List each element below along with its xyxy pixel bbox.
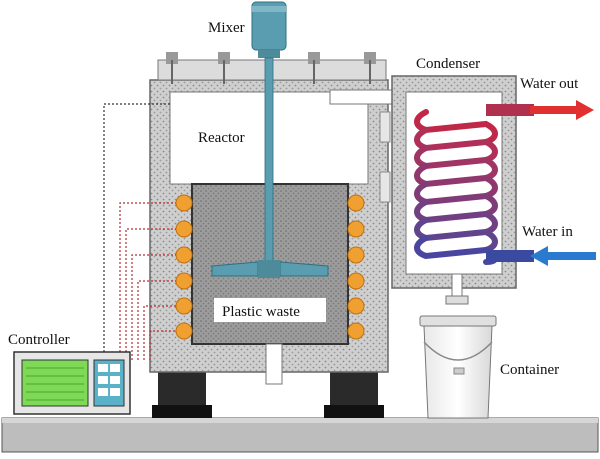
water-out-arrow [530, 100, 594, 120]
coil-outlet [486, 104, 534, 262]
heater-icon [347, 322, 365, 340]
heater-icon [175, 272, 193, 290]
heater-icon [347, 194, 365, 212]
sensor-wire [103, 103, 170, 360]
heater-icon [175, 220, 193, 238]
mixer-shaft [211, 57, 329, 278]
reactor-legs [152, 372, 384, 418]
heater-icon [175, 297, 193, 315]
heater-icon [347, 272, 365, 290]
heater-icon [175, 194, 193, 212]
mixer-motor-icon [251, 1, 287, 58]
container-label: Container [500, 362, 559, 378]
plastic-waste-label: Plastic waste [222, 304, 300, 320]
heater-elements [175, 194, 365, 340]
condenser-label: Condenser [416, 56, 480, 72]
control-wires [119, 202, 176, 360]
reactor-label: Reactor [198, 130, 245, 146]
water-in-arrow [530, 246, 596, 266]
controller-icon [13, 351, 131, 415]
heater-icon [175, 246, 193, 264]
mixer-label: Mixer [208, 20, 245, 36]
water-in-label: Water in [522, 224, 573, 240]
water-out-label: Water out [520, 76, 579, 92]
heater-icon [347, 246, 365, 264]
heater-icon [347, 220, 365, 238]
base-platform [1, 417, 599, 453]
plastic-waste-label-bg [214, 298, 326, 322]
controller-label: Controller [8, 332, 70, 348]
bucket-icon [419, 315, 497, 419]
heater-icon [175, 322, 193, 340]
coil-icon [414, 109, 498, 265]
heater-icon [347, 297, 365, 315]
